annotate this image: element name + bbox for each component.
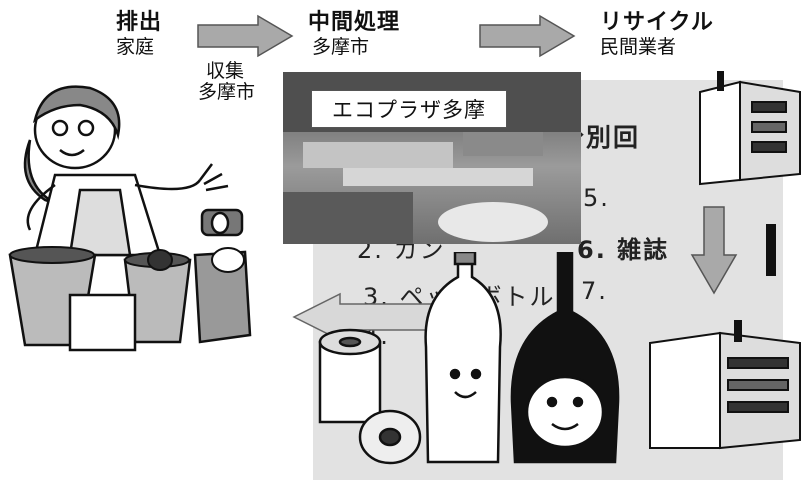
stage2-actor: 多摩市 bbox=[312, 36, 370, 58]
collection-label-2: 多摩市 bbox=[198, 81, 256, 103]
collection-label-1: 収集 bbox=[206, 60, 245, 82]
stage1-actor: 家庭 bbox=[116, 36, 155, 58]
photo-label: エコプラザ多摩 bbox=[311, 90, 507, 128]
board-item-5: 5. bbox=[583, 184, 610, 212]
right-edge-bar bbox=[766, 224, 776, 276]
eco-plaza-photo: エコプラザ多摩 bbox=[283, 72, 581, 244]
recycling-factory-bottom-illustration bbox=[649, 320, 801, 450]
woman-sorting-waste-illustration bbox=[8, 85, 252, 352]
flow-arrow-1 bbox=[197, 14, 294, 58]
stage3-title: リサイクル bbox=[600, 10, 714, 35]
flow-arrow-2 bbox=[479, 14, 576, 58]
stage1-title: 排出 bbox=[116, 10, 163, 35]
down-arrow-icon bbox=[690, 206, 738, 295]
recyclable-items-illustration bbox=[318, 252, 620, 465]
recycling-factory-top-illustration bbox=[699, 71, 801, 186]
board-item-7: 7. bbox=[581, 277, 608, 305]
stage2-title: 中間処理 bbox=[308, 10, 401, 35]
stage3-actor: 民間業者 bbox=[600, 36, 677, 58]
board-item-6: 6. 雑誌 bbox=[577, 236, 670, 264]
